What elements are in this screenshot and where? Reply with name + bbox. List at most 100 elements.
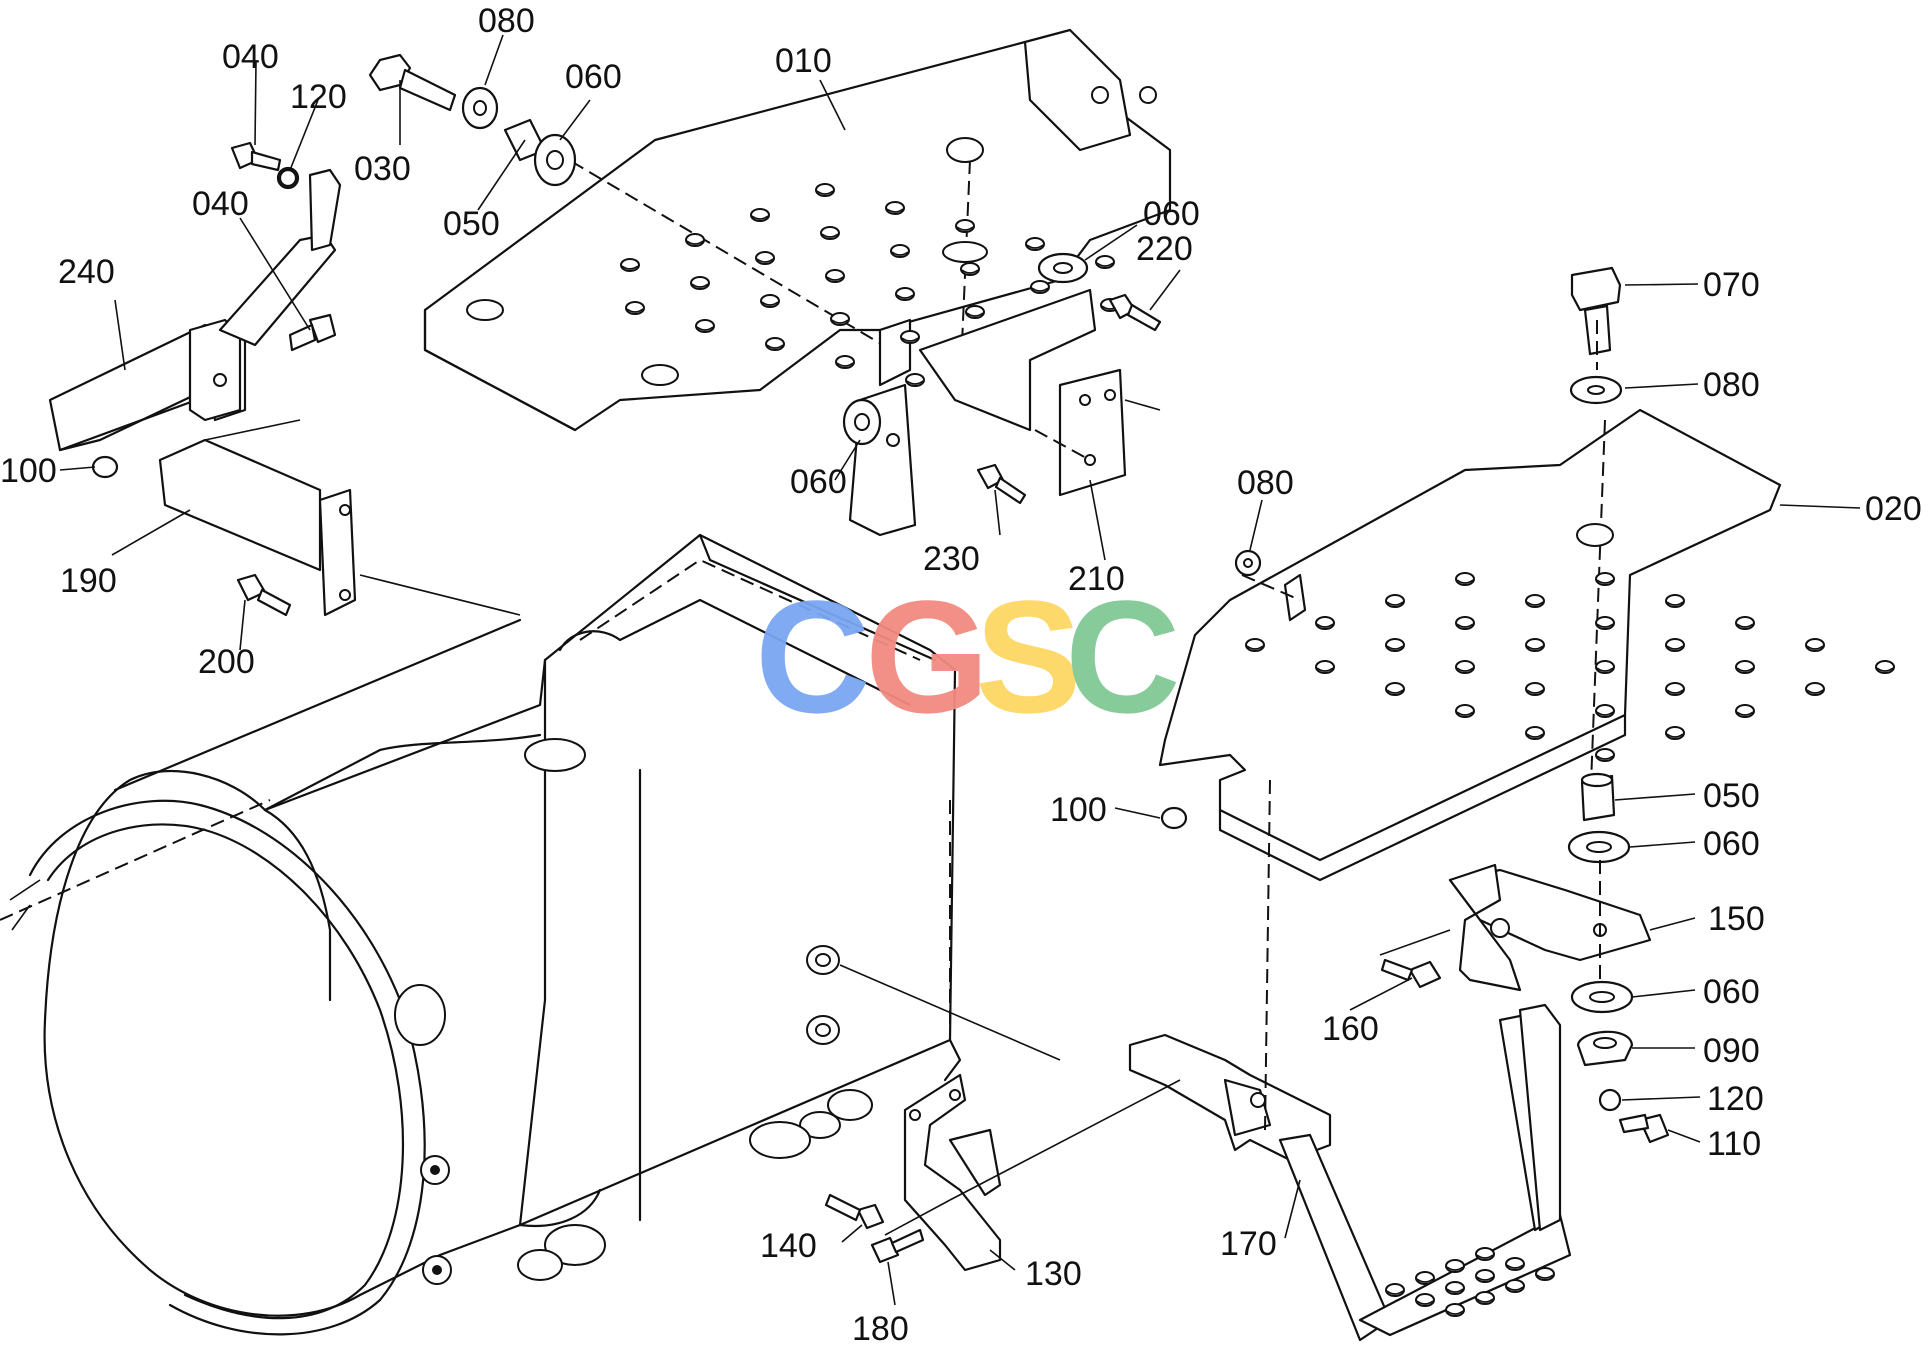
perforation-shadow	[1666, 689, 1684, 694]
perforation-shadow	[621, 265, 639, 270]
label-050-right: 050	[1703, 777, 1760, 815]
perforation-shadow	[1536, 1274, 1554, 1279]
perforation-shadow	[766, 344, 784, 349]
label-080-top: 080	[478, 2, 535, 40]
perforation-shadow	[1736, 623, 1754, 628]
leader-lines	[59, 34, 1861, 1306]
perforation-shadow	[1526, 601, 1544, 606]
label-170: 170	[1220, 1225, 1277, 1263]
label-100-left: 100	[0, 452, 57, 490]
perforation-shadow	[906, 380, 924, 385]
perforation-shadow	[1596, 755, 1614, 760]
perforation-shadow	[966, 312, 984, 317]
label-070: 070	[1703, 266, 1760, 304]
label-060-right-lower: 060	[1703, 973, 1760, 1011]
label-160: 160	[1322, 1010, 1379, 1048]
perforation-shadow	[1386, 645, 1404, 650]
perforation-shadow	[1526, 689, 1544, 694]
perforation-shadow	[1446, 1310, 1464, 1315]
label-060-upper-right: 060	[1143, 195, 1200, 233]
label-060-mid: 060	[790, 463, 847, 501]
perforation-shadow	[1526, 733, 1544, 738]
perforation-shadow	[1446, 1288, 1464, 1293]
label-150: 150	[1708, 900, 1765, 938]
bracket-130	[884, 1073, 1181, 1272]
perforation-shadow	[1596, 579, 1614, 584]
watermark-letter-c1: C	[755, 567, 871, 746]
perforation-shadow	[1096, 262, 1114, 267]
step-plate-010	[423, 28, 1172, 432]
label-030: 030	[354, 150, 411, 188]
perforation-shadow	[1666, 733, 1684, 738]
perforation-shadow	[1806, 645, 1824, 650]
perforation-shadow	[886, 208, 904, 213]
perforation-shadow	[1476, 1254, 1494, 1259]
perforation-shadow	[1666, 645, 1684, 650]
perforation-shadow	[891, 251, 909, 256]
transmission-housing	[0, 533, 1061, 1336]
label-040-top: 040	[222, 38, 279, 76]
perforation-shadow	[821, 233, 839, 238]
perforation-shadow	[956, 226, 974, 231]
left-step-bracket-240	[48, 168, 342, 452]
step-plate-020-holes	[1245, 572, 1895, 762]
perforation-shadow	[1666, 601, 1684, 606]
perforation-shadow	[1026, 244, 1044, 249]
perforation-shadow	[1876, 667, 1894, 672]
perforation-shadow	[1386, 601, 1404, 606]
perforation-shadow	[761, 301, 779, 306]
watermark-letter-s: S	[975, 567, 1082, 746]
perforation-shadow	[1736, 711, 1754, 716]
label-110: 110	[1707, 1125, 1761, 1163]
label-130: 130	[1025, 1255, 1082, 1293]
perforation-shadow	[1456, 667, 1474, 672]
watermark-letter-g: G	[865, 567, 989, 746]
perforation-shadow	[816, 190, 834, 195]
perforation-shadow	[1596, 711, 1614, 716]
perforation-shadow	[686, 240, 704, 245]
perforation-shadow	[1736, 667, 1754, 672]
perforation-shadow	[1476, 1298, 1494, 1303]
perforation-shadow	[1386, 1290, 1404, 1295]
label-120-top: 120	[290, 78, 347, 116]
label-180: 180	[852, 1310, 909, 1347]
label-060-right-upper: 060	[1703, 825, 1760, 863]
label-230: 230	[923, 540, 980, 578]
perforation-shadow	[1031, 287, 1049, 292]
perforation-shadow	[691, 283, 709, 288]
label-100-right: 100	[1050, 791, 1107, 829]
label-080-mid: 080	[1237, 464, 1294, 502]
perforation-shadow	[1446, 1266, 1464, 1271]
perforation-shadow	[901, 337, 919, 342]
perforation-shadow	[1316, 623, 1334, 628]
perforation-shadow	[1806, 689, 1824, 694]
perforation-shadow	[1456, 623, 1474, 628]
perforation-shadow	[1506, 1286, 1524, 1291]
perforation-shadow	[756, 258, 774, 263]
label-010: 010	[775, 42, 832, 80]
perforation-shadow	[1526, 645, 1544, 650]
label-120-right: 120	[1707, 1080, 1764, 1118]
left-bracket-190	[113, 419, 522, 792]
perforation-shadow	[1506, 1264, 1524, 1269]
perforation-shadow	[1596, 667, 1614, 672]
label-240: 240	[58, 253, 115, 291]
perforation-shadow	[1456, 579, 1474, 584]
watermark-letter-c2: C	[1065, 567, 1181, 746]
label-020: 020	[1865, 490, 1922, 528]
perforation-shadow	[1456, 711, 1474, 716]
perforation-shadow	[831, 319, 849, 324]
perforation-shadow	[1246, 645, 1264, 650]
hardware	[91, 53, 1670, 1264]
label-080-right: 080	[1703, 366, 1760, 404]
perforation-shadow	[1386, 689, 1404, 694]
perforation-shadow	[751, 215, 769, 220]
label-220: 220	[1136, 230, 1193, 268]
label-190: 190	[60, 562, 117, 600]
perforation-shadow	[1416, 1300, 1434, 1305]
label-210: 210	[1068, 560, 1125, 598]
label-050-top: 050	[443, 205, 500, 243]
step-plate-020	[1158, 408, 1895, 882]
